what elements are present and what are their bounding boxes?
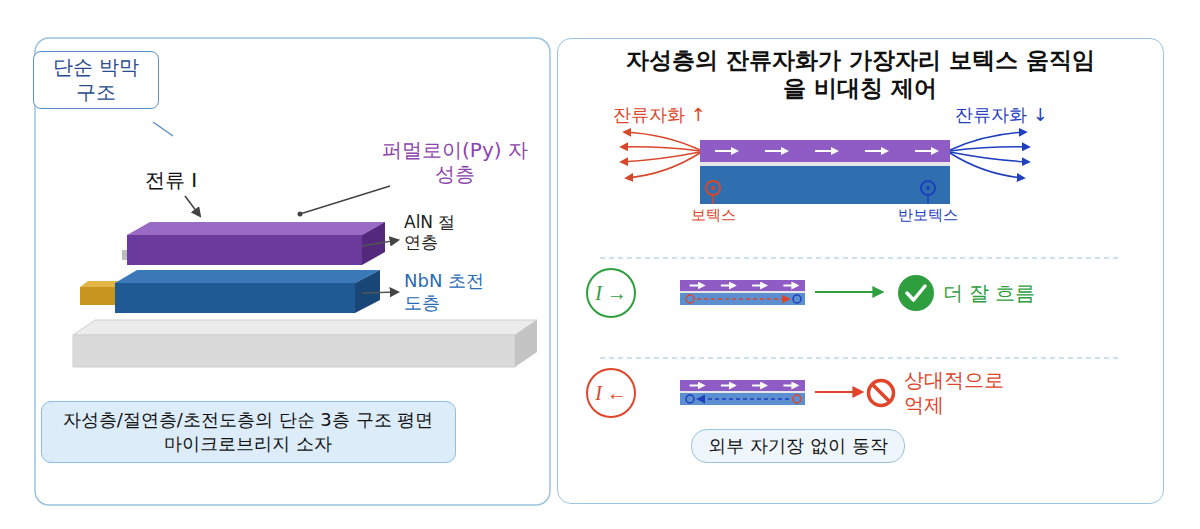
magnetization-arrows xyxy=(865,150,885,152)
py-top xyxy=(127,222,385,235)
nbn-leader xyxy=(362,292,398,293)
aln-leader xyxy=(362,240,398,246)
magnetization-arrows xyxy=(715,151,935,152)
result-suppressed: 상대적으로 억제 xyxy=(866,368,1016,418)
stray-field-left xyxy=(626,153,700,178)
node-text: 더 잘 흐름 xyxy=(943,281,1036,306)
node-text: 외부 자기장 없이 동작 xyxy=(708,434,887,458)
device-reverse xyxy=(793,395,801,403)
device-reverse xyxy=(752,385,764,387)
nbn-bar xyxy=(700,166,950,204)
device-forward xyxy=(752,285,764,287)
antivortex-leader xyxy=(927,196,929,204)
device-forward xyxy=(680,293,805,305)
device-reverse xyxy=(686,395,694,403)
result-check: 더 잘 흐름 xyxy=(897,274,1036,312)
panel-title: 자성층의 잔류자화가 가장자리 보텍스 움직임을 비대칭 제어 xyxy=(626,47,1096,102)
vortex-label: 반보텍스 xyxy=(898,206,958,224)
py-leader xyxy=(300,186,390,214)
device-forward xyxy=(690,285,702,287)
device-reverse xyxy=(680,380,805,405)
node-text: I ← xyxy=(595,382,627,405)
check-icon xyxy=(898,275,934,311)
device-forward xyxy=(721,285,733,287)
current-label: 전류 I xyxy=(145,168,197,192)
device-reverse xyxy=(721,385,733,387)
prohibit-icon xyxy=(869,381,894,406)
layer-label: 퍼멀로이(Py) 자성층 xyxy=(380,138,530,186)
stray-field-right xyxy=(950,132,1029,178)
substrate-side xyxy=(515,320,537,367)
stray-field-left xyxy=(621,132,700,178)
device-reverse xyxy=(680,393,805,405)
nbn-top xyxy=(115,270,380,283)
node-text: I → xyxy=(595,282,627,305)
py-bar xyxy=(700,140,950,162)
device-forward xyxy=(680,280,805,291)
stray-field-right xyxy=(950,147,1029,151)
nbn-side xyxy=(355,270,380,313)
stray-field-left xyxy=(621,147,700,151)
magnetization-label: 잔류자화 ↓ xyxy=(955,104,1048,126)
vortex-symbol xyxy=(706,181,720,195)
node-text: 자성층/절연층/초전도층의 단순 3층 구조 평면 마이크로브리지 소자 xyxy=(56,408,441,457)
aln-bar xyxy=(700,162,950,166)
device-forward xyxy=(686,295,694,303)
vortex-leader xyxy=(712,196,714,204)
current-circle: I ← xyxy=(586,368,636,418)
device-reverse xyxy=(690,385,702,387)
substrate-top xyxy=(73,320,537,335)
callout-box: 단순 박막 구조 xyxy=(33,51,159,109)
node-text: 상대적으로 억제 xyxy=(904,368,1016,418)
check-icon xyxy=(907,286,925,300)
caption-box: 자성층/절연층/초전도층의 단순 3층 구조 평면 마이크로브리지 소자 xyxy=(41,401,456,464)
device-forward xyxy=(690,285,796,286)
layer-label: AlN 절연층 xyxy=(404,212,466,253)
antivortex-symbol xyxy=(921,181,935,195)
stray-field-right xyxy=(950,153,1024,178)
antivortex-dot xyxy=(926,186,930,190)
magnetization-arrows xyxy=(815,150,835,152)
magnetization-label: 잔류자화 ↑ xyxy=(613,104,706,126)
layer-label: NbN 초전도층 xyxy=(404,270,486,313)
current-leader xyxy=(185,196,200,216)
py-front xyxy=(127,235,362,265)
device-reverse xyxy=(680,380,805,391)
vortex-label: 보텍스 xyxy=(691,206,736,224)
device-reverse xyxy=(698,398,789,400)
check-icon xyxy=(897,274,935,312)
device-forward xyxy=(680,291,805,293)
vortex-dot xyxy=(711,186,715,190)
device-forward xyxy=(680,280,805,305)
nbn-front xyxy=(115,283,355,313)
magnetization-arrows xyxy=(765,150,785,152)
prohibit-icon xyxy=(866,378,896,408)
callout-pointer xyxy=(153,122,173,136)
condition-box: 외부 자기장 없이 동작 xyxy=(691,429,904,463)
device-reverse xyxy=(680,391,805,393)
prohibit-icon xyxy=(873,385,890,402)
contact-pad xyxy=(80,287,117,305)
separator xyxy=(600,357,1120,358)
magnetization-arrows xyxy=(915,150,935,152)
device-forward xyxy=(783,285,795,287)
result-arrow xyxy=(815,291,882,293)
node-text: 단순 박막 구조 xyxy=(44,55,148,105)
device-reverse xyxy=(690,385,796,386)
result-arrow xyxy=(815,391,862,393)
layer-stack xyxy=(73,222,537,367)
bilayer-figure xyxy=(621,132,1029,204)
current-circle: I → xyxy=(586,268,636,318)
device-forward xyxy=(793,295,801,303)
separator xyxy=(600,257,1120,258)
device-forward xyxy=(697,298,789,300)
device-reverse xyxy=(783,385,795,387)
magnetization-arrows xyxy=(715,150,735,152)
substrate-front xyxy=(73,335,515,367)
